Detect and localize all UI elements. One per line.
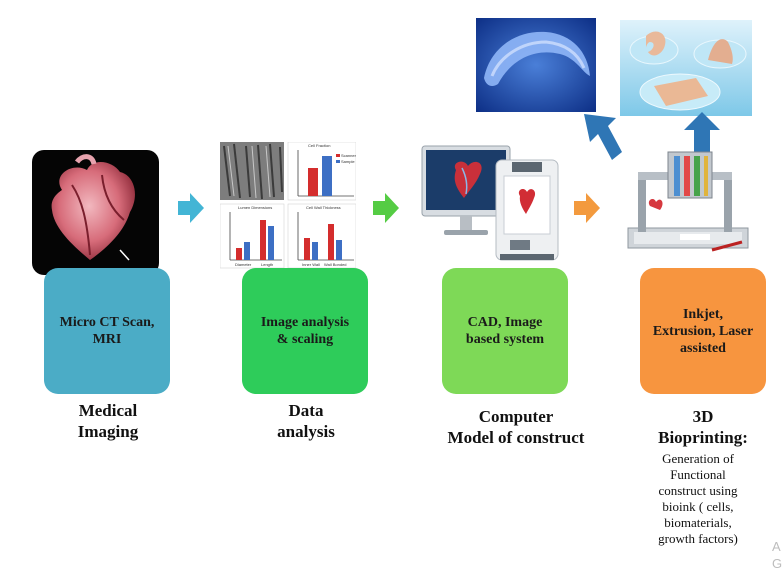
stage4-box-label: Inkjet, Extrusion, Laser assisted xyxy=(652,306,754,356)
stage4-box: Inkjet, Extrusion, Laser assisted xyxy=(640,268,766,394)
heart-scan-image xyxy=(32,150,159,275)
tick-wall-bonded: Wall Bonded xyxy=(324,262,347,267)
stage2-box: Image analysis & scaling xyxy=(242,268,368,394)
printed-ear-nose-skin-image xyxy=(620,20,752,116)
stage3-box: CAD, Image based system xyxy=(442,268,568,394)
arrow-up-left-icon xyxy=(584,114,622,160)
tick-inner-wall: Inner Wall xyxy=(302,262,320,267)
legend-sample: Sample xyxy=(341,159,355,164)
panel-title-cell-wall-thickness: Cell Wall Thickness xyxy=(306,205,341,210)
arrow-right-icon xyxy=(178,193,204,223)
watermark-text: A G xyxy=(772,539,783,571)
stage4-description: Generation of Functional construct using… xyxy=(658,451,738,546)
panel-title-cell-fraction: Cell Fraction xyxy=(308,143,331,148)
stage1-caption: Medical Imaging xyxy=(77,401,139,441)
stage3-box-label: CAD, Image based system xyxy=(465,315,545,347)
stage4-caption: 3D Bioprinting: xyxy=(658,407,748,447)
computer-printer-image xyxy=(416,140,564,268)
stage2-box-label: Image analysis & scaling xyxy=(260,315,350,347)
stage1-box-label: Micro CT Scan, MRI xyxy=(59,315,155,347)
arrow-right-icon xyxy=(373,193,399,223)
analysis-charts-image: Cell Fraction Scanner Sample Lumen Dimen… xyxy=(220,142,356,270)
printed-meniscus-image xyxy=(476,18,596,112)
tick-diameter: Diameter xyxy=(235,262,252,267)
arrow-up-icon xyxy=(684,112,720,152)
tick-length: Length xyxy=(261,262,274,267)
stage2-caption: Data analysis xyxy=(277,401,335,441)
bioprinter-image xyxy=(620,146,764,264)
panel-title-lumen-dimensions: Lumen Dimensions xyxy=(238,205,273,210)
stage3-caption: Computer Model of construct xyxy=(447,407,585,447)
stage1-box: Micro CT Scan, MRI xyxy=(44,268,170,394)
arrow-right-icon xyxy=(574,193,600,223)
legend-scanner: Scanner xyxy=(341,153,356,158)
